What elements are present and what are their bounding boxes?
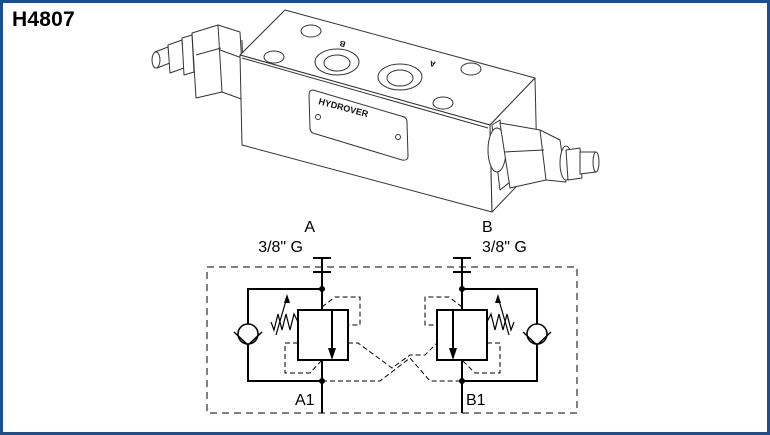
right-cartridge [487,119,600,191]
port-b-label: B [482,219,493,236]
valve-enclosure [206,266,578,414]
left-cartridge [151,24,245,106]
port-a-thread: 3/8" G [258,239,303,256]
pilot-lines [284,296,501,382]
flow-arrow-b [449,348,457,360]
spring-a-icon [270,312,299,333]
top-port-b-label: B [338,39,346,49]
product-code: H4807 [12,8,75,31]
flow-arrow-a [328,348,336,360]
valve-a-circuit [247,288,349,382]
valve-b-circuit [436,288,538,382]
check-valve-b [526,323,548,345]
nameplate [308,89,409,161]
top-port-a-label: A [428,59,436,69]
port-b-thread: 3/8" G [482,239,527,256]
port-a-label: A [304,219,315,236]
port-a1-label: A1 [295,392,315,409]
check-valve-a [237,323,259,345]
spring-b-icon [486,312,515,333]
port-a-hole [377,63,423,91]
port-b-hole [314,48,360,76]
port-b1-label: B1 [466,392,486,409]
